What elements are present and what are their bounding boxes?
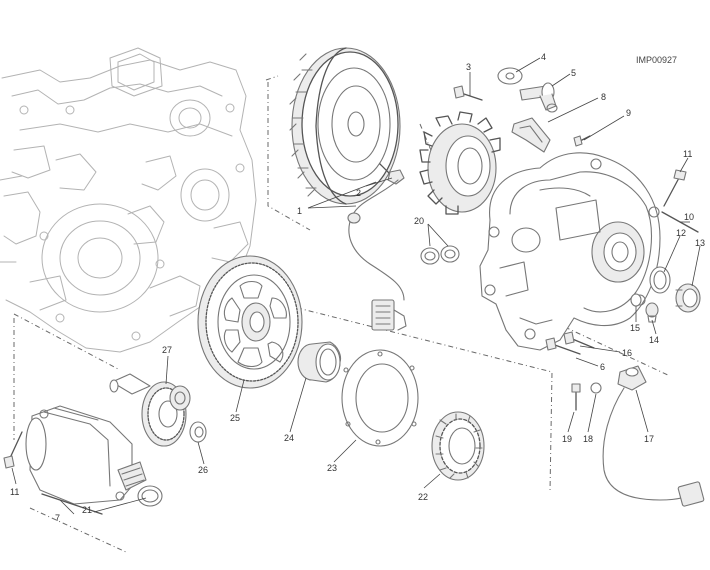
- callout-9: 9: [626, 108, 631, 118]
- callout-26: 26: [198, 465, 208, 475]
- leader-lines: [11, 57, 701, 515]
- callout-21: 21: [82, 505, 92, 515]
- callout-17: 17: [644, 434, 654, 444]
- callout-labels: 1 2 3 4 5 6 7 8 9 10 11 11 12 13 14 15 1…: [10, 52, 705, 523]
- part-5-pin: [519, 82, 558, 113]
- part-12-o-ring: [649, 266, 671, 294]
- stator: [347, 111, 501, 331]
- part-7-wire: [41, 493, 103, 515]
- crankcase-housing: [0, 47, 257, 353]
- callout-11-right: 11: [683, 149, 692, 159]
- callout-6: 6: [600, 362, 605, 372]
- part-3-bolt: [453, 85, 483, 101]
- callout-11-left: 11: [10, 487, 19, 497]
- callout-2: 2: [356, 188, 361, 198]
- callout-25: 25: [230, 413, 240, 423]
- callout-12: 12: [676, 228, 686, 238]
- part-13-plug: [675, 283, 701, 313]
- callout-10: 10: [684, 212, 694, 222]
- callout-4: 4: [541, 52, 546, 62]
- callout-7: 7: [55, 513, 60, 523]
- callout-13: 13: [695, 238, 705, 248]
- part-1-rotor: [289, 47, 401, 205]
- starter-motor: [25, 405, 147, 505]
- callout-22: 22: [418, 492, 428, 502]
- part-17-sensor: [602, 365, 705, 507]
- generator-cover: [479, 152, 661, 351]
- part-26-washer: [189, 421, 207, 443]
- part-24-bushing: [297, 341, 342, 383]
- part-20-o-rings: [420, 245, 460, 265]
- callout-16: 16: [622, 348, 632, 358]
- part-21-o-ring: [137, 485, 163, 507]
- part-8-plate: [511, 117, 551, 153]
- part-19-bolt: [571, 383, 581, 411]
- callout-24: 24: [284, 433, 294, 443]
- part-6-bolt: [563, 331, 595, 349]
- callout-14: 14: [649, 335, 659, 345]
- part-11-bolt-right: [663, 169, 687, 207]
- part-18-washer: [590, 382, 602, 394]
- part-11-bolt-left: [3, 431, 23, 469]
- part-9-bolt: [573, 135, 591, 147]
- part-14-plug: [645, 302, 659, 323]
- part-23-thrust-washer: [341, 349, 419, 447]
- part-16-bolt: [545, 337, 581, 355]
- callout-3: 3: [466, 62, 471, 72]
- reference-code: IMP00927: [636, 55, 677, 65]
- callout-15: 15: [630, 323, 640, 333]
- part-22-freewheel: [431, 411, 485, 481]
- callout-27: 27: [162, 345, 172, 355]
- part-2-bolt: [379, 163, 405, 185]
- part-25-starter-gear: [197, 255, 303, 389]
- callout-23: 23: [327, 463, 337, 473]
- part-15-o-ring: [630, 293, 642, 307]
- callout-20: 20: [414, 216, 424, 226]
- callout-19: 19: [562, 434, 572, 444]
- callout-18: 18: [583, 434, 593, 444]
- callout-5: 5: [571, 68, 576, 78]
- part-27-idler-gear: [109, 373, 191, 447]
- callout-1: 1: [297, 206, 302, 216]
- callout-8: 8: [601, 92, 606, 102]
